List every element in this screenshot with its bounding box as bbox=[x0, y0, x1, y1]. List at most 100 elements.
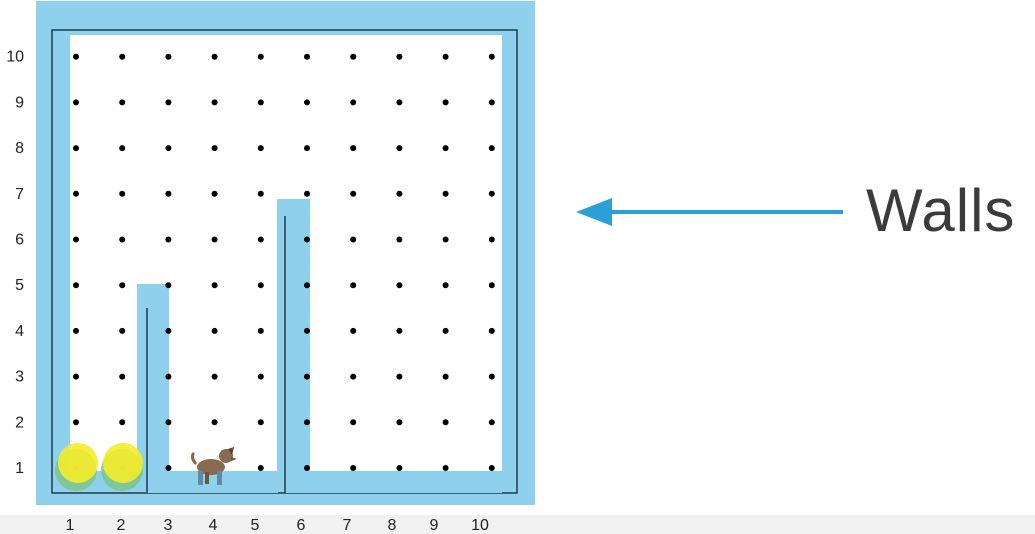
walls-arrow-head bbox=[576, 198, 612, 226]
grid-dot bbox=[442, 373, 449, 380]
grid-dot bbox=[350, 419, 357, 426]
x-axis-label: 1 bbox=[66, 517, 75, 534]
grid-dot bbox=[304, 327, 310, 334]
grid-dot bbox=[350, 373, 357, 380]
x-axis-label: 8 bbox=[388, 517, 397, 534]
x-axis-label: 9 bbox=[430, 517, 439, 534]
grid-dot bbox=[165, 53, 172, 60]
grid-dot bbox=[257, 465, 264, 471]
grid-dot bbox=[73, 99, 79, 106]
grid-dot bbox=[165, 190, 172, 197]
grid-dots bbox=[73, 53, 495, 471]
grid-dot bbox=[442, 53, 449, 60]
grid-dot bbox=[165, 99, 172, 106]
grid-dot bbox=[396, 99, 403, 106]
grid-dot bbox=[396, 327, 403, 334]
grid-dot bbox=[442, 465, 449, 471]
grid-dot bbox=[165, 419, 172, 426]
grid-dot bbox=[350, 282, 357, 289]
grid-dot bbox=[119, 145, 126, 152]
grid-dot bbox=[119, 373, 126, 380]
grid-dot bbox=[73, 53, 79, 60]
grid-dot bbox=[442, 190, 449, 197]
grid-dot bbox=[73, 282, 79, 289]
grid-dot bbox=[165, 145, 172, 152]
grid-dot bbox=[73, 190, 79, 197]
grid-dot bbox=[165, 465, 172, 471]
bottom-wall-segment bbox=[285, 471, 502, 493]
grid-dot bbox=[488, 99, 495, 106]
grid-dot bbox=[350, 99, 357, 106]
grid-dot bbox=[442, 99, 449, 106]
grid-dot bbox=[442, 236, 449, 243]
grid-dot bbox=[119, 282, 126, 289]
grid-dot bbox=[442, 419, 449, 426]
x-axis-label: 3 bbox=[164, 517, 173, 534]
grid-dot bbox=[304, 99, 310, 106]
grid-dot bbox=[73, 145, 79, 152]
ball-2 bbox=[101, 443, 143, 491]
y-axis-label: 5 bbox=[15, 277, 24, 294]
grid-dot bbox=[119, 327, 126, 334]
grid-dot bbox=[488, 419, 495, 426]
grid-dot bbox=[396, 419, 403, 426]
grid-dot bbox=[396, 145, 403, 152]
grid-dot bbox=[304, 53, 310, 60]
grid-dot bbox=[488, 236, 495, 243]
grid-dot bbox=[119, 53, 126, 60]
x-axis-label: 5 bbox=[251, 517, 260, 534]
grid-dot bbox=[488, 282, 495, 289]
grid-dot bbox=[304, 465, 310, 471]
grid-dot bbox=[165, 373, 172, 380]
grid-dot bbox=[257, 99, 264, 106]
grid-dot bbox=[488, 53, 495, 60]
x-axis-label: 7 bbox=[343, 517, 352, 534]
grid-dot bbox=[165, 327, 172, 334]
grid-dot bbox=[165, 236, 172, 243]
grid-dot bbox=[350, 465, 357, 471]
grid-dot bbox=[488, 465, 495, 471]
grid-dot bbox=[396, 190, 403, 197]
x-axis-label: 6 bbox=[297, 517, 306, 534]
grid-dot bbox=[73, 373, 79, 380]
y-axis-label: 3 bbox=[15, 369, 24, 386]
grid-dot bbox=[73, 419, 79, 426]
grid-dot bbox=[257, 419, 264, 426]
bottom-wall-segment bbox=[146, 471, 278, 493]
grid-dot bbox=[442, 327, 449, 334]
grid-dot bbox=[257, 327, 264, 334]
grid-dot bbox=[119, 236, 126, 243]
y-axis-label: 8 bbox=[15, 140, 24, 157]
x-axis-labels: 1 2 3 4 5 6 7 8 9 10 bbox=[66, 517, 489, 534]
grid-dot bbox=[211, 327, 218, 334]
grid-dot bbox=[304, 419, 310, 426]
grid-dot bbox=[304, 190, 310, 197]
x-axis-label: 10 bbox=[471, 517, 489, 534]
grid-dot bbox=[211, 373, 218, 380]
grid-dot bbox=[396, 53, 403, 60]
y-axis-label: 4 bbox=[15, 323, 24, 340]
grid-dot bbox=[304, 145, 310, 152]
grid-dot bbox=[73, 236, 79, 243]
grid-dot bbox=[165, 282, 172, 289]
grid-dot bbox=[304, 236, 310, 243]
x-axis-label: 2 bbox=[117, 517, 126, 534]
grid-dot bbox=[350, 190, 357, 197]
grid-dot bbox=[442, 282, 449, 289]
bottom-strip bbox=[0, 515, 1035, 534]
grid-dot bbox=[396, 465, 403, 471]
grid-dot bbox=[211, 190, 218, 197]
middle-divider-wall bbox=[277, 199, 310, 474]
x-axis-label: 4 bbox=[209, 517, 218, 534]
grid-dot bbox=[211, 99, 218, 106]
y-axis-label: 9 bbox=[15, 94, 24, 111]
grid-dot bbox=[488, 190, 495, 197]
grid-dot bbox=[350, 236, 357, 243]
grid-dot bbox=[350, 53, 357, 60]
y-axis-label: 6 bbox=[15, 232, 24, 249]
grid-dot bbox=[119, 99, 126, 106]
grid-dot bbox=[211, 282, 218, 289]
grid-dot bbox=[257, 236, 264, 243]
